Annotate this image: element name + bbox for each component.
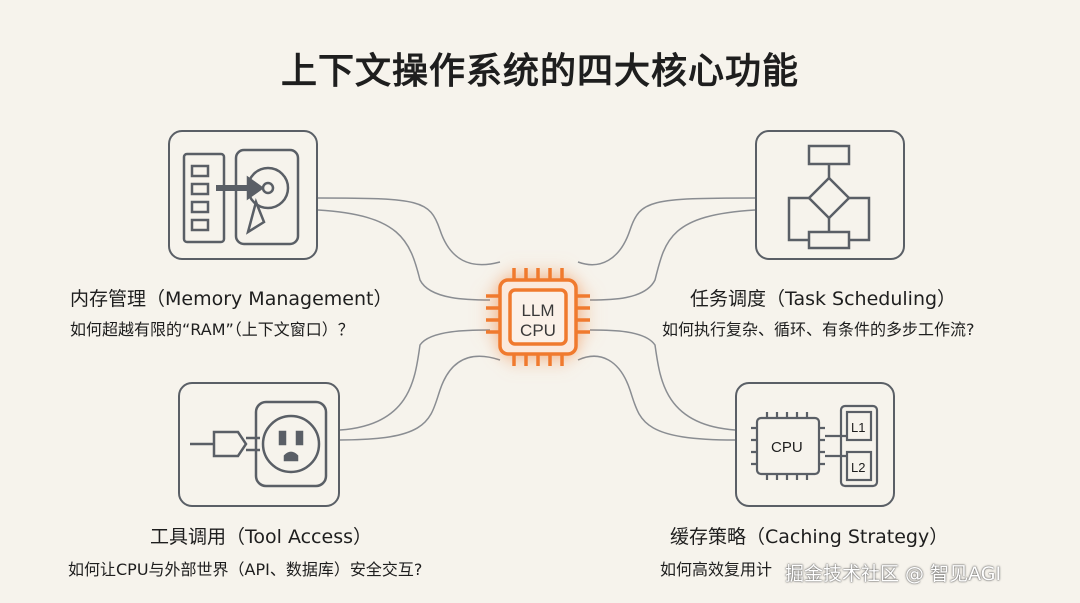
flowchart-icon [787, 144, 871, 250]
caching-heading: 缓存策略（Caching Strategy） [670, 526, 949, 548]
llm-cpu-chip: LLM CPU [478, 262, 598, 372]
memory-question: 如何超越有限的“RAM”（上下文窗口）？ [70, 320, 354, 339]
watermark: 掘金技术社区 @ 智见AGI [785, 563, 1002, 585]
tool-heading: 工具调用（Tool Access） [150, 526, 372, 548]
chip-line2: CPU [520, 321, 556, 340]
cpu-cache-icon: CPU L1 L2 [751, 404, 879, 488]
chip-icon: LLM CPU [486, 268, 590, 366]
memory-icon-box [168, 130, 318, 260]
l2-label: L2 [851, 460, 865, 475]
caching-icon-box: CPU L1 L2 [735, 382, 895, 507]
chip-line1: LLM [521, 301, 554, 320]
scheduling-question: 如何执行复杂、循环、有条件的多步工作流? [662, 320, 975, 339]
ram-to-disk-icon [182, 148, 300, 246]
caching-question: 如何高效复用计 [660, 560, 773, 579]
scheduling-heading: 任务调度（Task Scheduling） [690, 288, 957, 310]
tool-icon-box [178, 382, 340, 507]
l1-label: L1 [851, 420, 865, 435]
plug-socket-icon [190, 400, 328, 488]
scheduling-icon-box [755, 130, 905, 260]
tool-question: 如何让CPU与外部世界（API、数据库）安全交互? [68, 560, 423, 579]
cpu-label: CPU [771, 439, 803, 456]
page-title: 上下文操作系统的四大核心功能 [280, 51, 799, 92]
memory-heading: 内存管理（Memory Management） [70, 288, 393, 310]
